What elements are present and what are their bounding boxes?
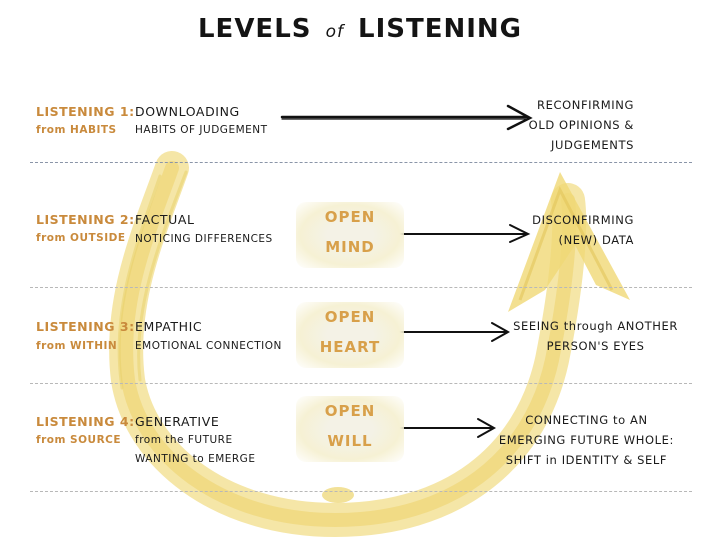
result-line: SHIFT in IDENTITY & SELF [505,453,668,467]
level-1-mode: DOWNLOADING [135,104,240,119]
open-heart-box: OPEN HEART [296,302,404,368]
level-1-source: from HABITS [36,124,117,136]
separator [30,383,692,384]
level-4-source: from SOURCE [36,434,122,446]
level-4-result: CONNECTING to AN EMERGING FUTURE WHOLE: … [499,410,674,470]
level-1-desc: HABITS OF JUDGEMENT [135,124,268,136]
level-2-desc: NOTICING DIFFERENCES [135,233,273,245]
desc-line: WANTING to EMERGE [135,453,256,465]
result-line: (NEW) DATA [558,233,634,247]
level-4-mode: GENERATIVE [135,414,220,429]
level-1-result: RECONFIRMING OLD OPINIONS & JUDGEMENTS [529,95,634,155]
result-line: CONNECTING to AN [525,413,648,427]
result-line: RECONFIRMING [537,98,634,112]
open-will-box: OPEN WILL [296,396,404,462]
level-1-label: LISTENING 1: [36,104,135,119]
level-3-mode: EMPATHIC [135,319,203,334]
level-4-label: LISTENING 4: [36,414,135,429]
level-2-result: DISCONFIRMING (NEW) DATA [532,210,634,250]
result-line: DISCONFIRMING [532,213,634,227]
level-2-source: from OUTSIDE [36,232,126,244]
separator-main [30,162,692,163]
open-word: OPEN [324,402,376,420]
level-2-mode: FACTUAL [135,212,195,227]
level-3-source: from WITHIN [36,340,118,352]
open-word: OPEN [324,308,376,326]
open-word: OPEN [324,208,376,226]
open-target: WILL [327,432,373,450]
result-line: EMERGING FUTURE WHOLE: [498,433,674,447]
result-line: PERSON'S EYES [546,339,645,353]
level-3-desc: EMOTIONAL CONNECTION [135,340,282,352]
u-arrow-head [508,172,630,312]
separator [30,287,692,288]
open-target: HEART [319,338,381,356]
title-word-listening: LISTENING [358,14,523,44]
level-4-desc: from the FUTURE WANTING to EMERGE [135,431,255,469]
desc-line: from the FUTURE [135,434,233,446]
result-line: SEEING through ANOTHER [513,319,678,333]
title-word-levels: LEVELS [197,14,312,44]
open-target: MIND [325,238,375,256]
result-line: JUDGEMENTS [551,138,634,152]
level-3-result: SEEING through ANOTHER PERSON'S EYES [513,316,678,356]
level-3-label: LISTENING 3: [36,319,135,334]
page-title: LEVELS of LISTENING [0,14,720,44]
result-line: OLD OPINIONS & [528,118,634,132]
separator [30,491,692,492]
open-mind-box: OPEN MIND [296,202,404,268]
title-word-of: of [325,22,344,42]
level-2-label: LISTENING 2: [36,212,135,227]
